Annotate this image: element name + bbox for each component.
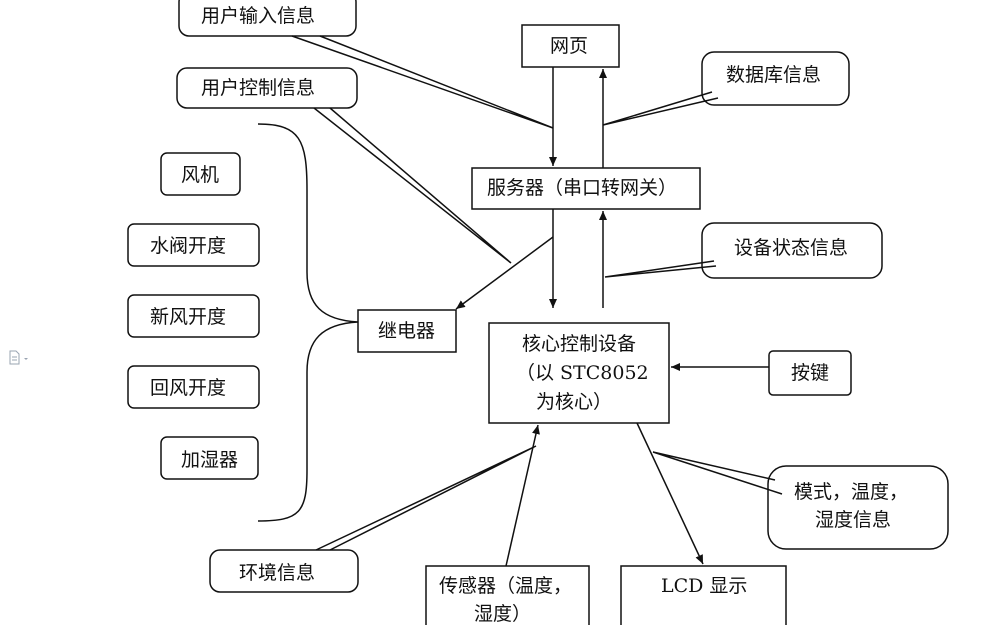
environment-pointer [315,445,537,551]
return-air-box [127,365,260,409]
user-control-pointer [313,107,512,264]
lcd-box [620,565,787,625]
server-label: 服务器（串口转网关） [487,177,678,199]
keys-box [768,350,852,396]
return-air-label: 回风开度 [150,377,227,399]
arrow-core-to-lcd [636,422,704,565]
humidifier-box [160,436,259,480]
database-info-callout [701,51,850,106]
device-status-pointer [604,260,717,278]
user-input-label: 用户输入信息 [201,5,316,27]
fan-label: 风机 [181,164,220,186]
keys-label: 按键 [791,362,830,384]
fresh-air-label: 新风开度 [150,306,227,328]
core-device-line3: 为核心） [536,391,613,413]
lcd-label: LCD 显示 [661,575,748,597]
user-input-callout [178,0,357,37]
core-device-line2: （以 STC8052 [516,362,649,384]
arrow-server-to-relay [455,236,554,310]
database-info-label: 数据库信息 [726,64,822,86]
database-info-pointer [602,91,719,126]
sensor-box [425,565,590,625]
water-valve-label: 水阀开度 [150,235,227,257]
arrow-sensor-to-core [505,424,540,567]
left-brace [257,123,359,522]
sensor-line2: 湿度） [474,603,532,625]
user-control-callout [176,67,358,109]
user-control-label: 用户控制信息 [201,77,316,99]
environment-label: 环境信息 [239,562,316,584]
relay-label: 继电器 [378,320,436,342]
webpage-label: 网页 [550,35,589,57]
fresh-air-box [127,294,260,338]
document-icon [9,350,28,365]
sensor-line1: 传感器（温度， [439,575,573,597]
humidifier-label: 加湿器 [181,449,239,471]
environment-callout [209,549,359,593]
mode-info-line2: 湿度信息 [815,509,892,531]
water-valve-box [127,223,260,267]
mode-info-callout [767,465,949,550]
webpage-box [521,24,620,68]
core-device-line1: 核心控制设备 [521,333,636,355]
core-device-box [488,322,670,424]
user-input-pointer [291,35,554,129]
device-status-label: 设备状态信息 [734,237,849,259]
mode-info-line1: 模式，温度， [794,481,909,503]
mode-info-pointer [652,451,783,495]
server-box [471,167,701,210]
relay-box [357,309,457,353]
fan-box [160,152,241,196]
device-status-callout [701,222,883,279]
